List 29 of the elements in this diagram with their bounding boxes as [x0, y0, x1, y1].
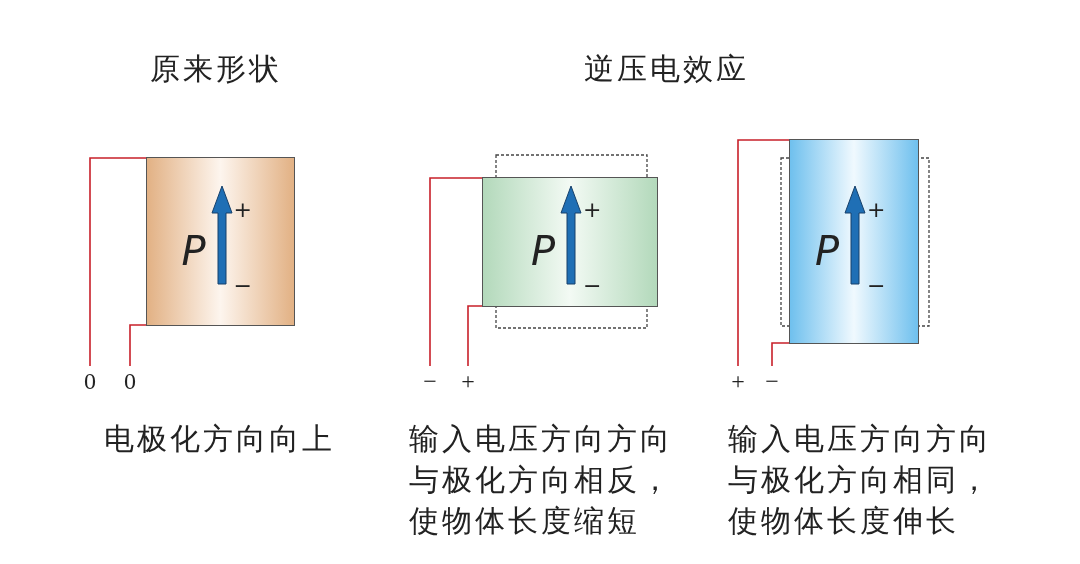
- terminal-label: +: [726, 368, 750, 394]
- polarization-letter: P: [181, 230, 206, 271]
- polarity-sign: −: [583, 275, 602, 297]
- terminal-label: −: [418, 368, 442, 394]
- terminal-label: 0: [78, 368, 102, 394]
- terminal-label: −: [760, 368, 784, 394]
- polarity-sign: −: [867, 274, 886, 297]
- wire: [771, 342, 790, 367]
- wire: [737, 139, 790, 367]
- polarity-sign: −: [233, 274, 252, 297]
- wire: [129, 324, 147, 367]
- crystal-block: [146, 157, 295, 326]
- polarity-sign: +: [867, 198, 886, 221]
- crystal-block: [482, 177, 658, 307]
- crystal-block: [789, 139, 919, 344]
- caption: 输入电压方向方向与极化方向相同，使物体长度伸长: [728, 420, 993, 540]
- wire: [429, 177, 483, 367]
- caption: 电极化方向向上: [104, 420, 336, 458]
- polarity-sign: +: [233, 198, 252, 221]
- wire: [467, 305, 483, 367]
- caption: 输入电压方向方向与极化方向相反，使物体长度缩短: [409, 420, 674, 540]
- wire: [89, 157, 147, 367]
- terminal-label: 0: [118, 368, 142, 394]
- terminal-label: +: [456, 368, 480, 394]
- polarity-sign: +: [583, 199, 602, 221]
- heading: 原来形状: [150, 50, 283, 88]
- polarization-letter: P: [815, 230, 840, 271]
- polarization-letter: P: [531, 231, 556, 271]
- heading: 逆压电效应: [584, 50, 750, 88]
